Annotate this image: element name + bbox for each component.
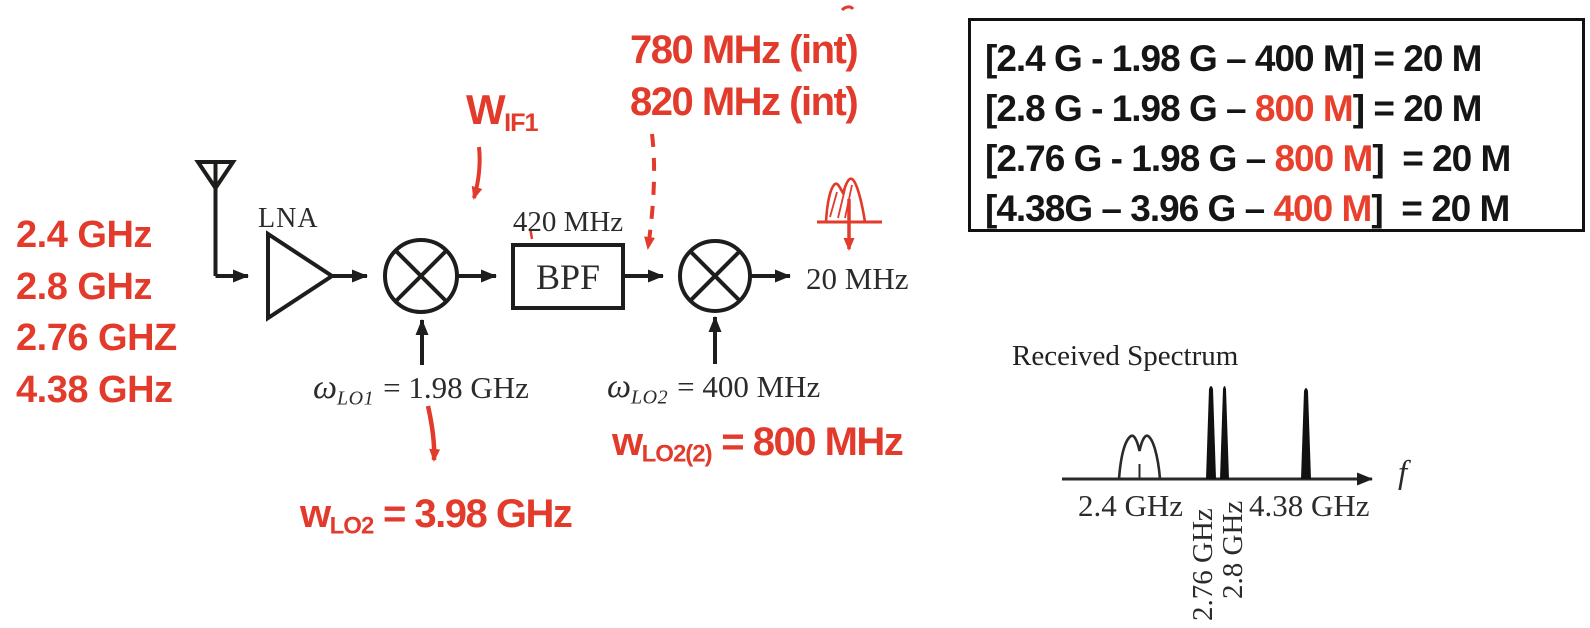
spectrum-spike-276 [1206,386,1216,479]
spectrum-label-2p76: 2.76 GHz [1187,508,1219,621]
bpf-label: BPF [535,256,601,297]
wlo2-2-label: wLO2(2) = 800 MHz [612,420,904,469]
lo2-omega: ω [607,368,632,405]
equation-line-2: [2.8 G - 1.98 G – 800 M] = 20 M [985,84,1582,134]
eq1-black: [2.4 G - 1.98 G – 400 M [985,38,1354,79]
spectrum-label-2p4: 2.4 GHz [1078,488,1184,523]
lna-label: LNA [258,203,319,234]
bpf-center-freq-label: 420 MHz [512,206,624,238]
lo2-subscript: LO2 [631,386,669,409]
wif1-base: W [466,86,506,133]
eq3-post: ] = 20 M [1372,138,1511,179]
eq3-black: [2.76 G - 1.98 G – [985,138,1275,179]
spectrum-spike-28 [1220,386,1229,479]
lo2-label: ωLO2 = 400 MHz [607,368,820,409]
lo1-subscript: LO1 [337,387,375,410]
wlo2-base: w [300,492,331,536]
input-freq-4p38: 4.38 GHz [16,369,173,411]
wlo2-value: = 3.98 GHz [382,492,573,536]
equation-line-3: [2.76 G - 1.98 G – 800 M] = 20 M [985,134,1582,184]
lo1-label: ωLO1 = 1.98 GHz [313,369,529,410]
spectrum-label-4p38: 4.38 GHz [1249,488,1370,523]
spectrum-title: Received Spectrum [1012,340,1239,372]
interferer-dashed-arrow [644,133,657,250]
output-spectrum-sketch [817,177,882,251]
antenna-icon [194,160,249,283]
spectrum-label-2p8: 2.8 GHz [1217,500,1249,599]
wlo2-label: wLO2 = 3.98 GHz [300,492,573,541]
lo1-to-wlo2-arrow [425,405,441,462]
equation-line-4: [4.38G – 3.96 G – 400 M] = 20 M [985,184,1582,234]
input-freq-2p4: 2.4 GHz [16,214,152,256]
eq2-post: ] = 20 M [1352,88,1483,129]
interferer-780-label: 780 MHz (int) [630,28,859,72]
mixer2-symbol [678,239,752,313]
equations-box: [2.4 G - 1.98 G – 400 M] = 20 M [2.8 G -… [968,18,1585,232]
wlo2-subscript: LO2 [329,512,375,540]
eq2-black: [2.8 G - 1.98 G – [985,88,1255,129]
wif1-subscript: IF1 [504,109,538,138]
top-red-mark [840,5,855,12]
eq4-post: ] = 20 M [1371,188,1510,229]
interferer-820-label: 820 MHz (int) [630,80,859,124]
eq4-red: 400 M [1273,188,1372,229]
wif1-arrow [471,146,483,200]
input-freq-2p8: 2.8 GHz [16,266,152,308]
wlo2-2-value: = 800 MHz [721,420,904,464]
lo1-omega: ω [313,369,338,406]
input-freq-2p76: 2.76 GHZ [16,317,177,359]
mixer1-symbol [383,238,459,314]
wlo2-2-subscript: LO2(2) [641,440,713,468]
lna-amplifier-triangle [266,230,336,322]
spectrum-signal-hump [1117,434,1162,480]
wif1-label: WIF1 [466,86,539,138]
spectrum-spike-438 [1301,388,1311,479]
output-freq-label: 20 MHz [806,261,909,296]
wlo2-2-base: w [612,420,643,464]
eq3-red: 800 M [1274,138,1373,179]
eq2-red: 800 M [1254,88,1354,129]
spectrum-axis-label: f [1398,455,1408,491]
red-tick-under-420 [529,229,534,240]
bpf-box [511,243,625,310]
eq1-post: ] = 20 M [1352,38,1483,79]
lo2-value: = 400 MHz [677,369,821,404]
equation-line-1: [2.4 G - 1.98 G – 400 M] = 20 M [985,34,1582,84]
eq4-black: [4.38G – 3.96 G – [985,188,1274,229]
lo1-value: = 1.98 GHz [383,370,529,405]
